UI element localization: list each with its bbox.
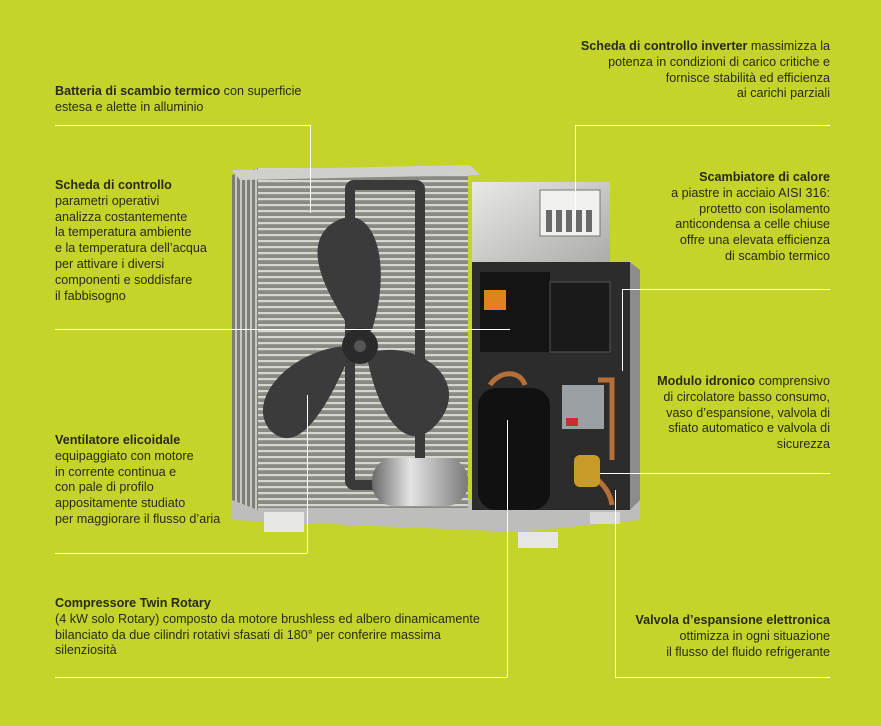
label-ventilatore-line: con pale di profilo — [55, 480, 154, 495]
leader-line-scheda-controllo — [55, 329, 510, 330]
label-scheda-controllo: Scheda di controllo parametri operativi … — [55, 178, 285, 304]
label-valvola-line: ottimizza in ogni situazione — [679, 628, 830, 643]
label-valvola-title: Valvola d’espansione elettronica — [635, 613, 830, 627]
leader-line-compressore — [55, 677, 507, 678]
label-valvola-espansione: Valvola d’espansione elettronica ottimiz… — [610, 613, 830, 660]
label-ventilatore-title: Ventilatore elicoidale — [55, 433, 181, 447]
label-batteria-line: estesa e alette in alluminio — [55, 99, 204, 114]
leader-line-valvola — [615, 677, 830, 678]
label-idronico-line: di circolatore basso consumo, — [663, 389, 830, 404]
label-inverter-inline: massimizza la — [747, 39, 830, 53]
label-scambiatore-line: a piastre in acciaio AISI 316: — [671, 185, 830, 200]
leader-line-inverter — [575, 125, 830, 126]
label-compressore-line: bilanciato da due cilindri rotativi sfas… — [55, 627, 441, 642]
label-scheda-controllo-title: Scheda di controllo — [55, 178, 172, 192]
label-scheda-controllo-line: e la temperatura dell’acqua — [55, 241, 207, 256]
label-idronico-inline: comprensivo — [755, 374, 830, 388]
leader-line-compressore-rise — [507, 420, 508, 677]
label-idronico-title: Modulo idronico — [657, 374, 756, 388]
label-compressore-title: Compressore Twin Rotary — [55, 596, 211, 610]
label-valvola-line: il flusso del fluido refrigerante — [666, 644, 830, 659]
leader-line-idronico — [600, 473, 830, 474]
label-idronico-line: sicurezza — [776, 437, 830, 452]
label-scambiatore-title: Scambiatore di calore — [699, 170, 830, 184]
label-scambiatore-calore: Scambiatore di calore a piastre in accia… — [620, 170, 830, 265]
label-ventilatore-line: equipaggiato con motore — [55, 448, 194, 463]
leader-line-valvola-rise — [615, 490, 616, 677]
label-compressore-twin-rotary: Compressore Twin Rotary (4 kW solo Rotar… — [55, 596, 495, 659]
label-ventilatore-line: appositamente studiato — [55, 496, 186, 511]
label-scheda-controllo-line: parametri operativi — [55, 193, 160, 208]
label-ventilatore-line: in corrente continua e — [55, 464, 177, 479]
label-inverter-line: ai carichi parziali — [736, 86, 830, 101]
leader-line-scambiatore-drop — [622, 289, 623, 371]
leader-line-scambiatore — [622, 289, 830, 290]
label-scheda-controllo-line: il fabbisogno — [55, 288, 126, 303]
label-scheda-controllo-inverter: Scheda di controllo inverter massimizza … — [545, 39, 830, 102]
label-compressore-line: silenziosità — [55, 643, 117, 658]
label-compressore-line: (4 kW solo Rotary) composto da motore br… — [55, 611, 480, 626]
label-scambiatore-line: protetto con isolamento — [699, 201, 830, 216]
label-idronico-line: vaso d’espansione, valvola di — [666, 405, 830, 420]
label-scheda-controllo-line: componenti e soddisfare — [55, 272, 193, 287]
leader-line-inverter-drop — [575, 125, 576, 217]
label-scheda-controllo-line: per attivare i diversi — [55, 256, 165, 271]
label-inverter-title: Scheda di controllo inverter — [580, 39, 748, 53]
label-inverter-line: fornisce stabilità ed efficienza — [665, 70, 830, 85]
leader-line-ventilatore-rise — [307, 395, 308, 553]
leader-line-ventilatore — [55, 553, 307, 554]
label-ventilatore-elicoidale: Ventilatore elicoidale equipaggiato con … — [55, 433, 295, 528]
label-modulo-idronico: Modulo idronico comprensivo di circolato… — [630, 374, 830, 453]
label-idronico-line: sfiato automatico e valvola di — [668, 421, 830, 436]
label-batteria-scambio-termico: Batteria di scambio termico con superfic… — [55, 84, 325, 116]
leader-line-batteria-drop — [310, 125, 311, 213]
label-batteria-inline: con superficie — [220, 84, 302, 98]
label-scambiatore-line: offre una elevata efficienza — [679, 233, 830, 248]
label-ventilatore-line: per maggiorare il flusso d’aria — [55, 511, 221, 526]
label-scambiatore-line: anticondensa a celle chiuse — [675, 217, 830, 232]
label-scheda-controllo-line: la temperatura ambiente — [55, 225, 192, 240]
label-scheda-controllo-line: analizza costantemente — [55, 209, 188, 224]
label-inverter-line: potenza in condizioni di carico critiche… — [608, 54, 830, 69]
label-scambiatore-line: di scambio termico — [725, 248, 830, 263]
leader-line-batteria — [55, 125, 310, 126]
label-batteria-title: Batteria di scambio termico — [55, 84, 221, 98]
